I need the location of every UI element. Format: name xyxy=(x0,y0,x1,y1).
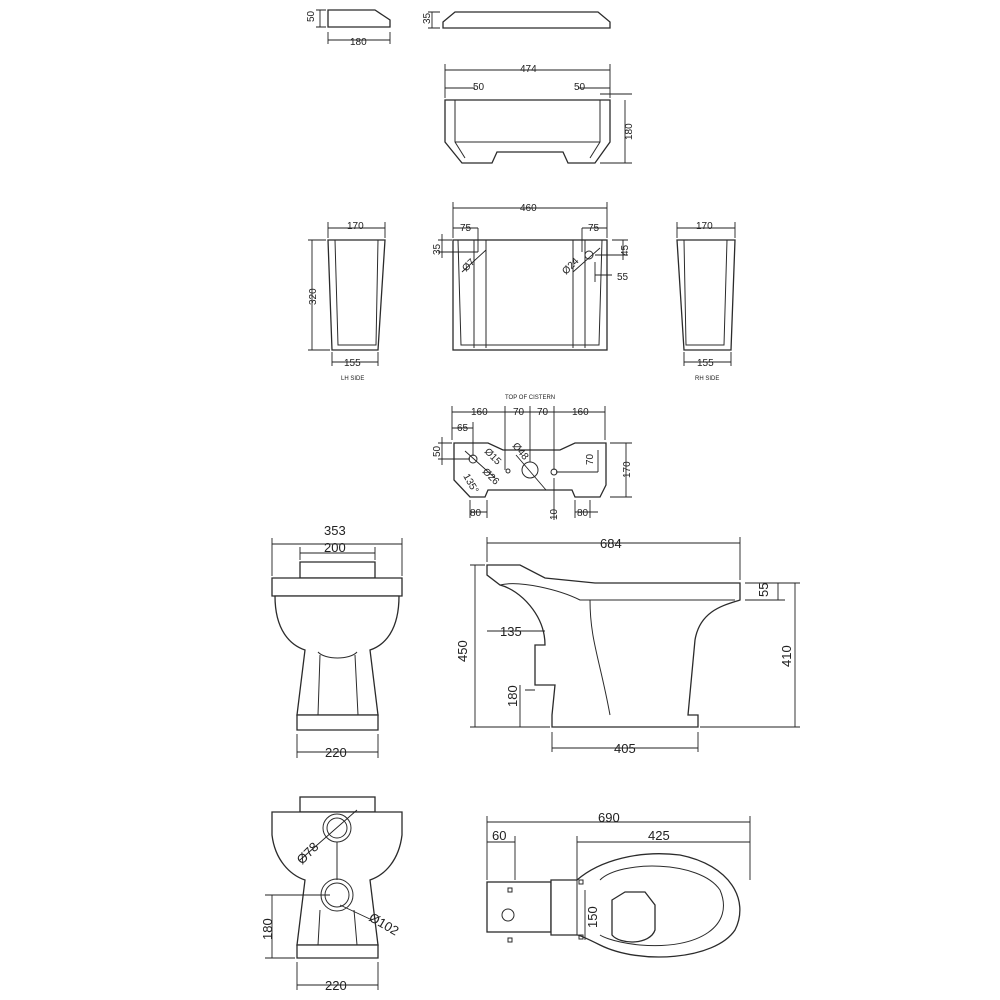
pan-side-view: 684 55 450 410 135 180 405 xyxy=(455,536,800,756)
dim-lid-depth: 180 xyxy=(624,123,635,140)
dim-rh-top: 170 xyxy=(696,221,713,232)
dim-plan-cistern-depth: 60 xyxy=(492,828,506,843)
dim-rear-base-width: 220 xyxy=(325,978,347,993)
rh-side-label: RH SIDE xyxy=(695,376,719,382)
dim-hole-right-height: 45 xyxy=(620,244,631,256)
lh-side-label: LH SIDE xyxy=(341,376,364,382)
dim-base-length: 405 xyxy=(614,741,636,756)
pan-rear-view: Ø78 Ø102 180 220 xyxy=(260,796,403,993)
dim-top-50: 50 xyxy=(432,445,443,457)
lid-side-view: 50 180 xyxy=(306,9,391,48)
dim-lh-bottom: 155 xyxy=(344,358,361,369)
lid-plan-view: 474 50 50 180 xyxy=(444,64,635,164)
dim-lid-chamfer-right: 50 xyxy=(574,82,586,93)
dim-lid-front-height: 35 xyxy=(422,12,433,24)
dim-lh-height: 320 xyxy=(308,288,319,305)
dim-pan-total-height: 450 xyxy=(455,640,470,662)
dim-plan-bowl-length: 425 xyxy=(648,828,670,843)
dim-offset-left: 75 xyxy=(460,223,472,234)
cistern-top-view: TOP OF CISTERN 160 70 70 160 65 50 Ø15 Ø… xyxy=(432,395,633,520)
dim-outlet-offset: 135 xyxy=(500,624,522,639)
dim-rh-bottom: 155 xyxy=(697,358,714,369)
dim-offset-right: 75 xyxy=(588,223,600,234)
dim-top-depth: 170 xyxy=(622,461,633,478)
dim-top-160-left: 160 xyxy=(471,407,488,418)
dim-hole-left-height: 35 xyxy=(432,243,443,255)
dim-plan-fixing-spacing: 150 xyxy=(585,906,600,928)
cistern-top-title: TOP OF CISTERN xyxy=(505,395,555,401)
pan-plan-view: 690 60 425 150 xyxy=(486,810,751,958)
dim-outlet-height: 180 xyxy=(505,685,520,707)
cistern-front-view: 460 75 75 35 Ø7 Ø24 45 55 xyxy=(432,202,631,351)
dim-top-70-vertical: 70 xyxy=(585,453,596,465)
dim-lid-side-height: 50 xyxy=(306,10,317,22)
dim-top-80-left: 80 xyxy=(470,508,482,519)
dim-plan-length: 690 xyxy=(598,810,620,825)
dim-pan-top-width: 353 xyxy=(324,523,346,538)
dim-top-70-left: 70 xyxy=(513,407,525,418)
dim-top-70-right: 70 xyxy=(537,407,549,418)
lh-side-view: 170 320 155 LH SIDE xyxy=(308,221,386,382)
dim-pan-base-width: 220 xyxy=(325,745,347,760)
dim-top-10: 10 xyxy=(549,508,560,520)
dim-rear-outlet-height: 180 xyxy=(260,918,275,940)
dim-lid-side-depth: 180 xyxy=(350,37,367,48)
dim-lid-width: 474 xyxy=(520,64,537,75)
lid-front-view: 35 xyxy=(422,11,611,29)
rh-side-view: 170 155 RH SIDE xyxy=(676,221,736,382)
dim-top-65: 65 xyxy=(457,423,469,434)
pan-front-view: 353 200 220 xyxy=(271,523,403,760)
dim-lh-top: 170 xyxy=(347,221,364,232)
dim-pan-rim-height: 410 xyxy=(779,645,794,667)
dim-cistern-width: 460 xyxy=(520,203,537,214)
dim-top-80-right: 80 xyxy=(577,508,589,519)
dim-top-160-right: 160 xyxy=(572,407,589,418)
dim-lid-chamfer-left: 50 xyxy=(473,82,485,93)
dim-pan-seat-width: 200 xyxy=(324,540,346,555)
dim-pan-length: 684 xyxy=(600,536,622,551)
dim-pan-rim: 55 xyxy=(756,583,771,597)
dim-hole-right-offset: 55 xyxy=(617,272,629,283)
